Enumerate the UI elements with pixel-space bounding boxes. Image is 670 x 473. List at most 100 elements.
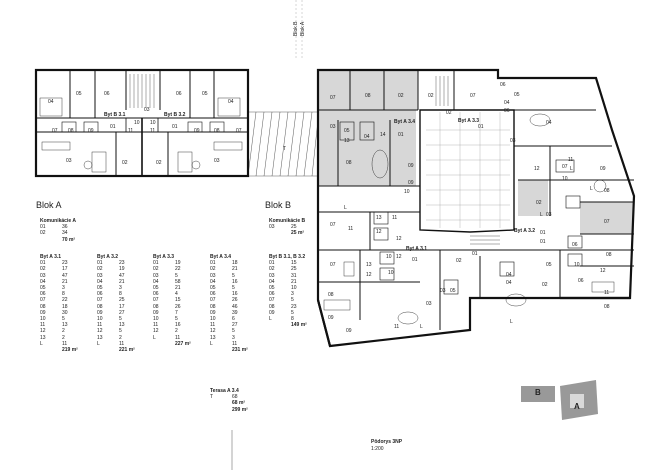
key-plan bbox=[521, 380, 598, 420]
room-label: 03 bbox=[66, 158, 72, 164]
room-label: 11 bbox=[568, 157, 574, 163]
room-label: 01 bbox=[172, 124, 178, 130]
room-label: 13 bbox=[366, 262, 372, 268]
room-label: 09 bbox=[408, 180, 414, 186]
room-label: 13 bbox=[344, 138, 350, 144]
room-label: 08 bbox=[68, 128, 74, 134]
unit-label: Byt A 3.2 bbox=[514, 228, 536, 234]
room-label: 07 bbox=[330, 222, 336, 228]
room-label: 07 bbox=[52, 128, 58, 134]
room-label: 01 bbox=[398, 132, 404, 138]
room-label: L bbox=[570, 166, 573, 172]
room-label: 07 bbox=[562, 164, 568, 170]
room-label: 06 bbox=[104, 91, 110, 97]
room-label: 06 bbox=[176, 91, 182, 97]
room-label: 08 bbox=[604, 188, 610, 194]
room-label: 02 bbox=[446, 110, 452, 116]
room-label: 05 bbox=[546, 262, 552, 268]
room-label: 08 bbox=[365, 93, 371, 99]
room-label: 06 bbox=[578, 278, 584, 284]
plan-scale: 1:200 bbox=[371, 446, 384, 452]
room-label: 11 bbox=[128, 128, 134, 134]
room-label: 10 bbox=[388, 270, 394, 276]
room-label: 12 bbox=[534, 166, 540, 172]
room-label: 02 bbox=[398, 93, 404, 99]
room-label: 07 bbox=[236, 128, 242, 134]
room-label: 01 bbox=[110, 124, 116, 130]
room-label: 10 bbox=[404, 189, 410, 195]
block-a-heading: Blok A bbox=[36, 200, 62, 210]
room-label: 08 bbox=[214, 128, 220, 134]
room-label: 12 bbox=[376, 229, 382, 235]
room-label: 12 bbox=[396, 236, 402, 242]
room-label: 09 bbox=[328, 315, 334, 321]
room-label: 10 bbox=[150, 120, 156, 126]
room-label: L bbox=[344, 205, 347, 211]
room-label: 10 bbox=[562, 176, 568, 182]
room-label: 02 bbox=[456, 258, 462, 264]
room-label: 09 bbox=[408, 163, 414, 169]
room-label: 05 bbox=[202, 91, 208, 97]
unit-label: Byt B 3.2 bbox=[164, 112, 186, 118]
room-label: 07 bbox=[330, 262, 336, 268]
room-label: 03 bbox=[510, 138, 516, 144]
room-label: 12 bbox=[396, 254, 402, 260]
room-label: L bbox=[510, 319, 513, 325]
room-label: 02 bbox=[428, 93, 434, 99]
room-label: 11 bbox=[348, 226, 354, 232]
room-label: 03 bbox=[546, 212, 552, 218]
room-label: 11 bbox=[394, 324, 400, 330]
room-label: 09 bbox=[194, 128, 200, 134]
unit-label: Byt A 3.4 bbox=[394, 119, 416, 125]
room-label: 04 bbox=[504, 100, 510, 106]
room-label: 12 bbox=[366, 272, 372, 278]
room-label: 08 bbox=[328, 292, 334, 298]
room-label: 10 bbox=[574, 262, 580, 268]
room-label: 11 bbox=[604, 290, 610, 296]
room-label: 09 bbox=[600, 166, 606, 172]
room-label: 09 bbox=[88, 128, 94, 134]
section-marker-a: Blok A bbox=[300, 21, 306, 36]
room-label: 04 bbox=[506, 272, 512, 278]
room-label: 04 bbox=[228, 99, 234, 105]
table-title: Komunikácie A bbox=[40, 218, 76, 224]
room-label: 07 bbox=[470, 93, 476, 99]
block-b-heading: Blok B bbox=[265, 200, 292, 210]
room-label: 02 bbox=[156, 160, 162, 166]
room-label: 04 bbox=[506, 280, 512, 286]
block-a-plan bbox=[316, 68, 636, 348]
room-label: 04 bbox=[48, 99, 54, 105]
room-label: 04 bbox=[364, 134, 370, 140]
room-label: L bbox=[420, 324, 423, 330]
room-label: 03 bbox=[426, 301, 432, 307]
unit-label: Byt B 3.1 bbox=[104, 112, 126, 118]
room-label: 08 bbox=[604, 304, 610, 310]
room-label: 05 bbox=[450, 288, 456, 294]
room-label: 07 bbox=[604, 219, 610, 225]
room-label: 12 bbox=[600, 268, 606, 274]
room-label: 06 bbox=[504, 108, 510, 114]
room-label: 11 bbox=[150, 128, 156, 134]
room-label: 05 bbox=[514, 92, 520, 98]
room-label: 01 bbox=[540, 230, 546, 236]
unit-label: Byt A 3.1 bbox=[406, 246, 428, 252]
block-b-plan bbox=[34, 68, 319, 178]
room-label: L bbox=[540, 212, 543, 218]
room-label: 14 bbox=[380, 132, 386, 138]
room-label: 08 bbox=[606, 252, 612, 258]
terrace-label: T bbox=[283, 146, 287, 152]
room-label: 01 bbox=[412, 257, 418, 263]
room-label: 03 bbox=[440, 288, 446, 294]
room-label: 01 bbox=[472, 251, 478, 257]
room-label: L bbox=[590, 186, 593, 192]
key-plan-label-a: A bbox=[574, 402, 580, 411]
room-label: 10 bbox=[134, 120, 140, 126]
room-label: 01 bbox=[478, 124, 484, 130]
